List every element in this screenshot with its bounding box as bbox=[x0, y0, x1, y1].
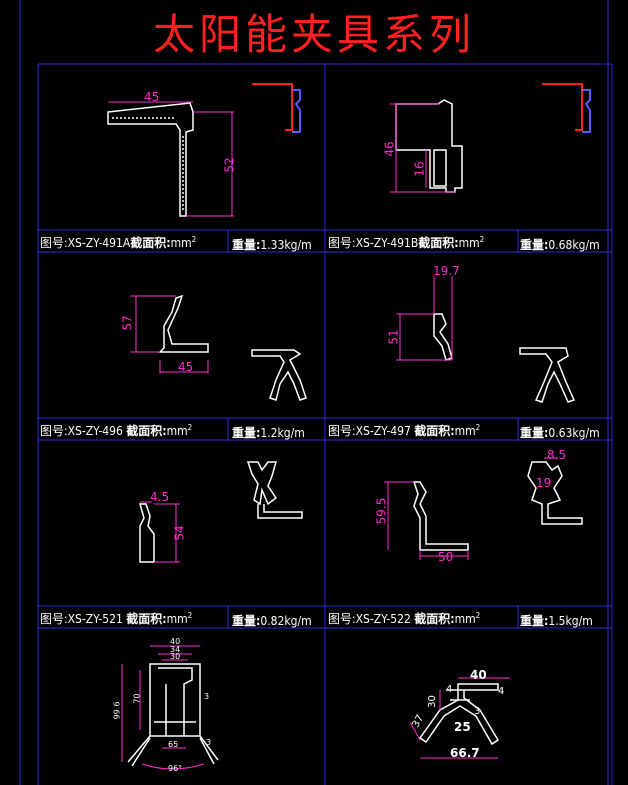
dimensions-496 bbox=[130, 295, 209, 374]
dimensions-522 bbox=[384, 457, 558, 560]
code-491b: 图号:XS-ZY-491B截面积:mm2 bbox=[328, 235, 485, 250]
weight-497: 重量:0.63kg/m bbox=[520, 426, 600, 440]
dim-bl-34: 34 bbox=[170, 645, 181, 654]
dim-bl-65: 65 bbox=[168, 740, 179, 749]
profile-491b bbox=[395, 99, 463, 193]
code-521: 图号:XS-ZY-521 截面积:mm2 bbox=[40, 611, 193, 626]
dim-491b-height: 46 bbox=[382, 141, 397, 157]
dim-521-top: 4.5 bbox=[150, 490, 170, 504]
dim-497-top: 19.7 bbox=[433, 264, 460, 278]
code-497: 图号:XS-ZY-497 截面积:mm2 bbox=[328, 423, 481, 438]
dim-491b-slot: 16 bbox=[412, 161, 427, 177]
drawing-title: 太阳能夹具系列 bbox=[152, 10, 475, 59]
profile-496 bbox=[158, 294, 307, 401]
dimensions-bottom-left bbox=[121, 645, 205, 770]
dimensions-bottom-right bbox=[409, 677, 510, 759]
profile-522 bbox=[412, 461, 583, 551]
weight-521: 重量:0.82kg/m bbox=[232, 614, 312, 628]
table-frame bbox=[19, 0, 613, 785]
dim-491a-width: 45 bbox=[144, 90, 160, 104]
profile-491a bbox=[107, 102, 194, 217]
side-view-491b bbox=[542, 83, 591, 133]
dim-bl-angle: 96° bbox=[168, 764, 183, 773]
dim-522-width: 50 bbox=[438, 550, 454, 564]
dim-521-height: 54 bbox=[172, 525, 187, 541]
profile-521 bbox=[139, 461, 303, 563]
weight-491a: 重量:1.33kg/m bbox=[232, 238, 312, 252]
profile-bottom-right bbox=[418, 683, 500, 746]
dim-bl-40: 40 bbox=[170, 637, 181, 646]
dim-522-inner: 19 bbox=[536, 476, 552, 490]
dim-496-height: 57 bbox=[120, 315, 135, 331]
dim-522-top: 8.5 bbox=[547, 448, 567, 462]
weight-522: 重量:1.5kg/m bbox=[520, 614, 593, 628]
dim-bl-70: 70 bbox=[132, 693, 142, 704]
dim-496-width: 45 bbox=[178, 360, 194, 374]
code-496: 图号:XS-ZY-496 截面积:mm2 bbox=[40, 423, 193, 438]
dim-522-height: 59.5 bbox=[374, 497, 389, 525]
profile-bottom-left bbox=[127, 663, 219, 767]
dim-br-4b: 4 bbox=[498, 686, 505, 697]
dimensions-521 bbox=[140, 501, 180, 563]
dim-br-30: 30 bbox=[426, 695, 438, 708]
dim-bl-3b: 3 bbox=[206, 738, 212, 747]
profile-497 bbox=[433, 313, 576, 403]
dim-bl-99: 99.6 bbox=[112, 701, 122, 720]
dim-497-height: 51 bbox=[386, 329, 401, 345]
dimensions-491b bbox=[390, 103, 456, 193]
dim-bl-3a: 3 bbox=[204, 692, 210, 701]
dim-br-4a: 4 bbox=[446, 684, 453, 695]
weight-496: 重量:1.2kg/m bbox=[232, 426, 305, 440]
dim-491a-height: 52 bbox=[222, 157, 237, 173]
dimensions-497 bbox=[396, 276, 453, 361]
dim-br-40: 40 bbox=[470, 668, 487, 682]
side-view-491a bbox=[252, 83, 301, 133]
dim-br-25: 25 bbox=[454, 720, 471, 734]
code-491a: 图号:XS-ZY-491A截面积:mm2 bbox=[40, 235, 197, 250]
dimensions-491a bbox=[108, 101, 234, 217]
dim-br-3: 3 bbox=[474, 706, 481, 717]
weight-491b: 重量:0.68kg/m bbox=[520, 238, 600, 252]
dim-br-66: 66.7 bbox=[450, 746, 480, 760]
code-522: 图号:XS-ZY-522 截面积:mm2 bbox=[328, 611, 481, 626]
dim-bl-30: 30 bbox=[170, 652, 181, 661]
